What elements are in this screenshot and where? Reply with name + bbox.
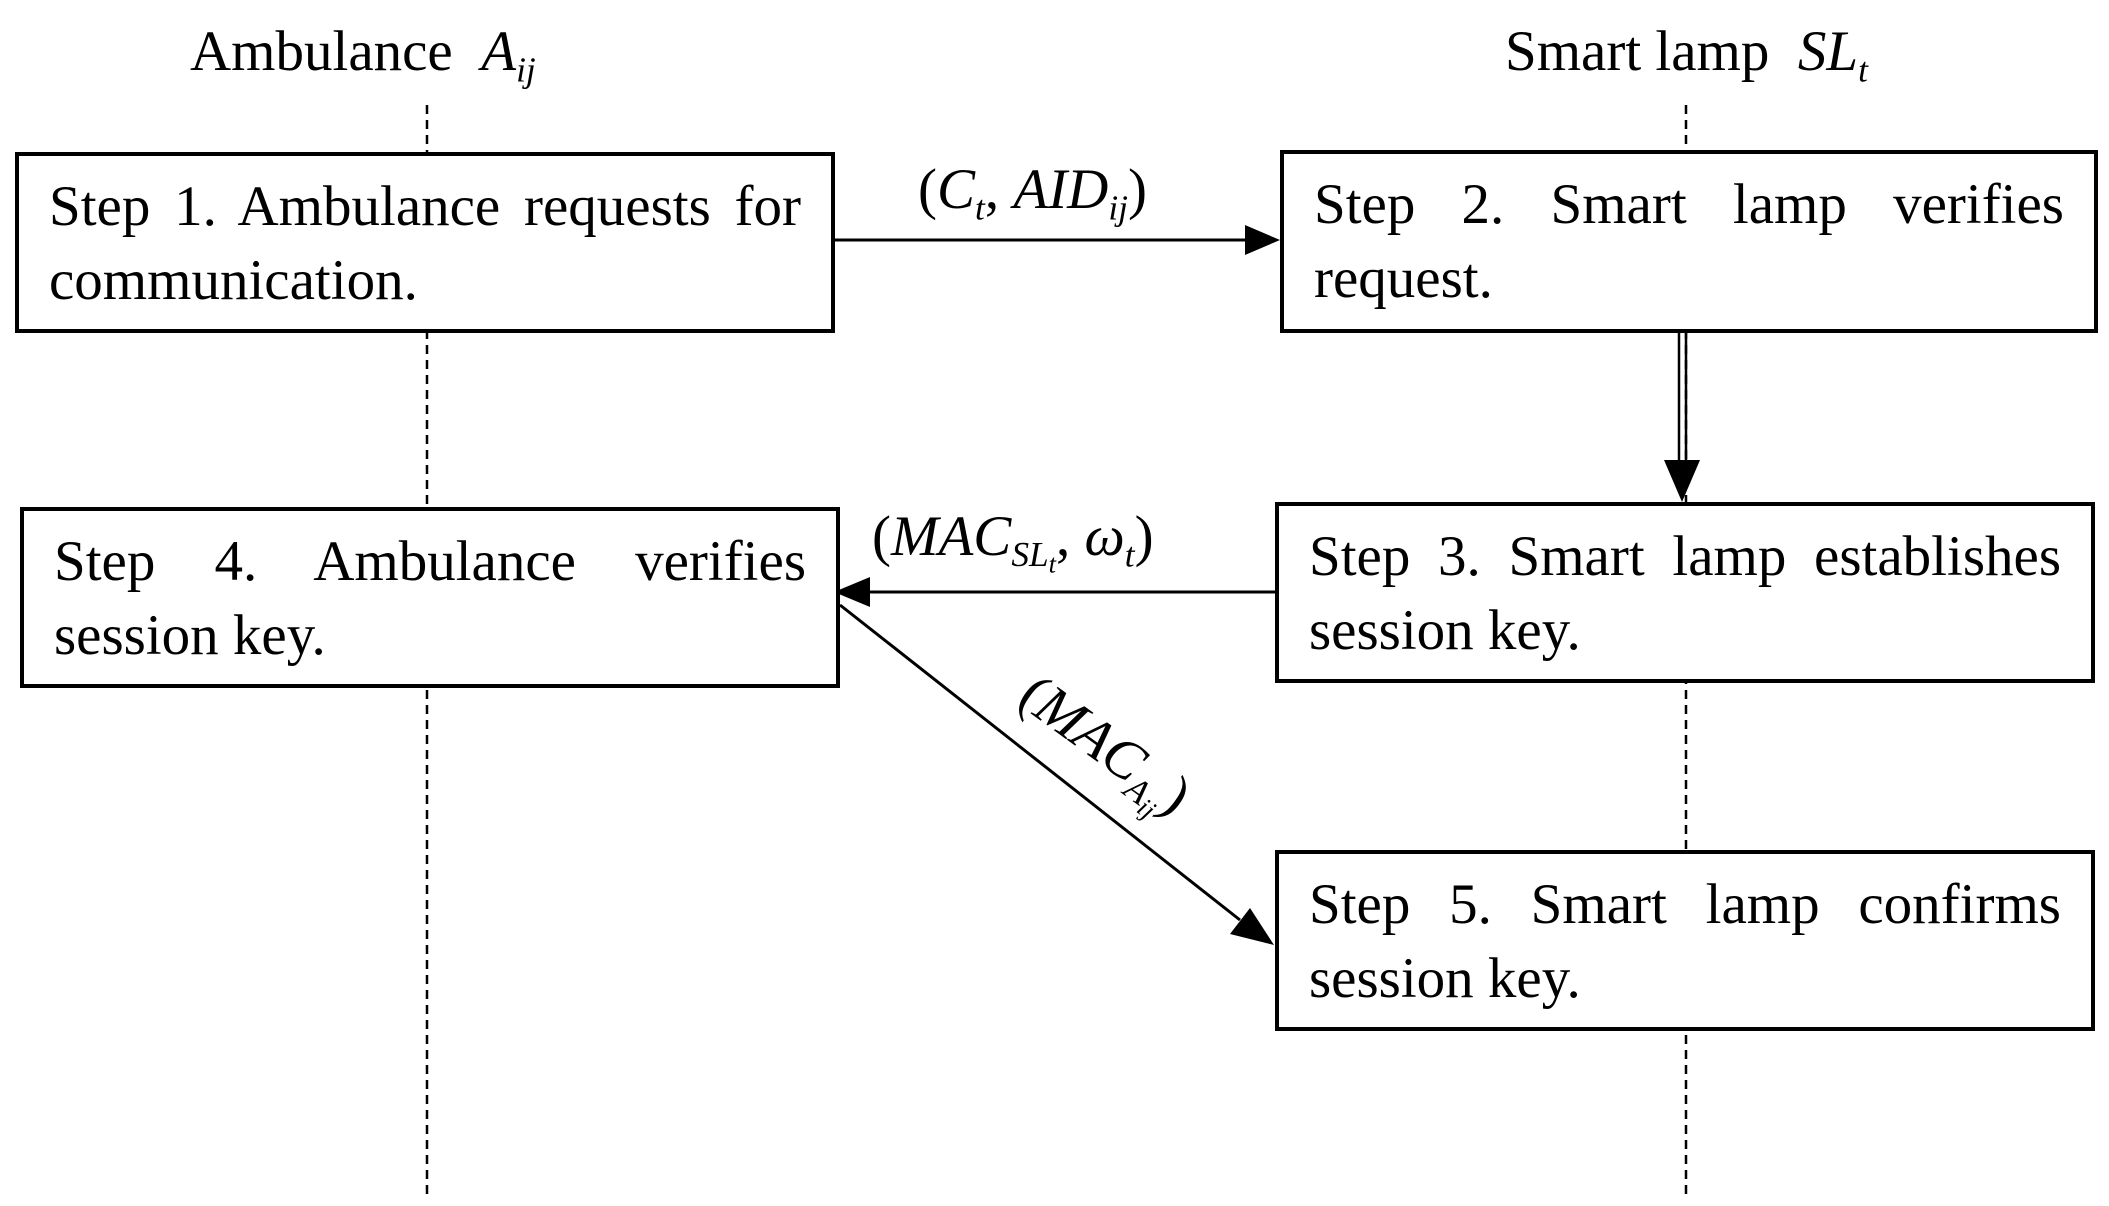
arrow-confirm [839, 603, 1241, 922]
lamp-symbol: SLt [1797, 20, 1868, 90]
message-request-label: (Ct, AIDij) [918, 158, 1147, 228]
ambulance-symbol: Aij [481, 20, 536, 90]
lamp-header: Smart lamp SLt [1505, 20, 1868, 90]
step3-box: Step 3. Smart lamp establishes session k… [1275, 502, 2095, 683]
step1-box: Step 1. Ambulance requests for communica… [15, 152, 835, 333]
arrow-confirm-head [1230, 908, 1274, 945]
ambulance-header: Ambulance Aij [190, 20, 536, 90]
arrow-session-key-head [834, 577, 870, 607]
lamp-header-label: Smart lamp [1505, 20, 1770, 83]
arrow-verify-head [1664, 460, 1700, 502]
arrow-request-head [1245, 225, 1280, 255]
ambulance-header-label: Ambulance [190, 20, 453, 83]
step4-box: Step 4. Ambulance verifies session key. [20, 507, 840, 688]
message-session-key-label: (MACSLt, ωt) [872, 505, 1154, 579]
step2-box: Step 2. Smart lamp verifies request. [1280, 150, 2098, 333]
step5-box: Step 5. Smart lamp confirms session key. [1275, 850, 2095, 1031]
